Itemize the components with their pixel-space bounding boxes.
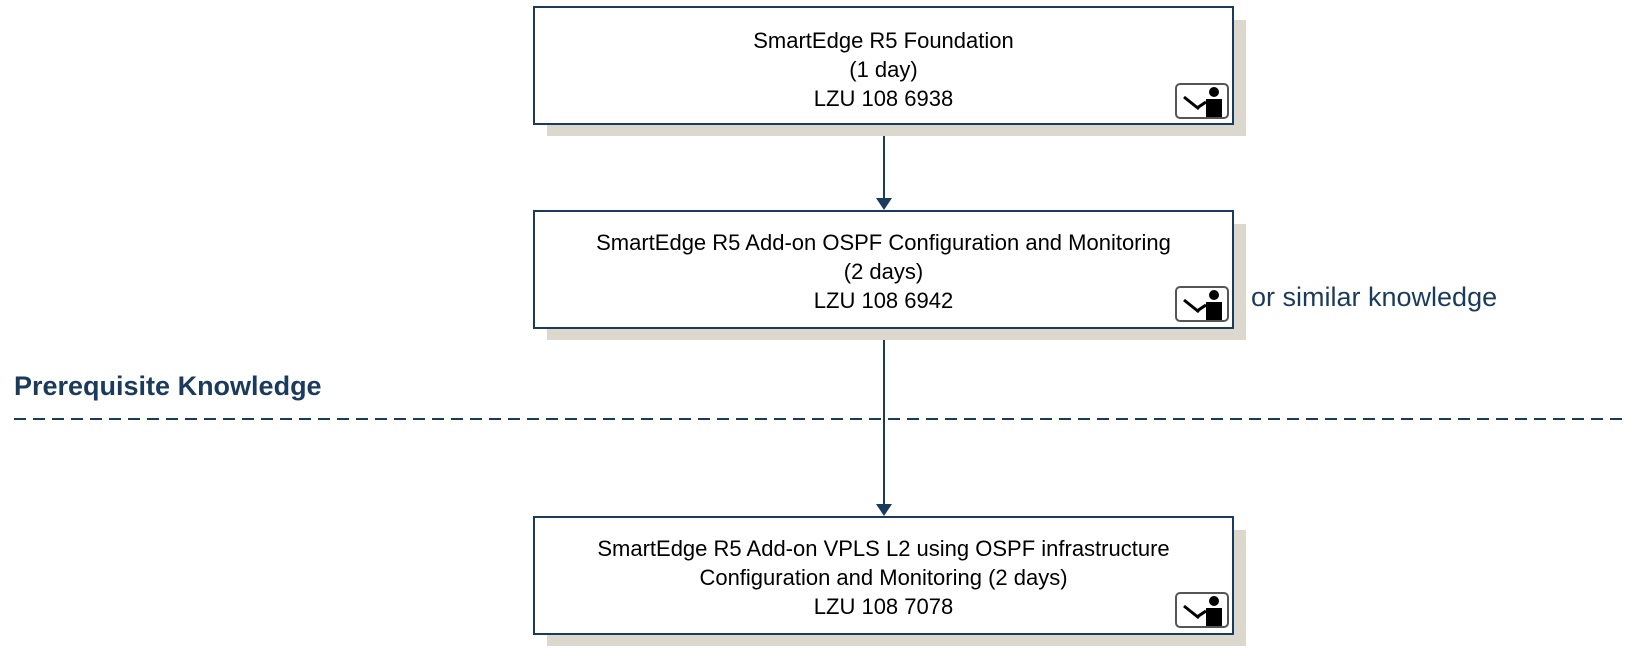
course-box-vpls: SmartEdge R5 Add-on VPLS L2 using OSPF i… (533, 516, 1234, 635)
course-title: SmartEdge R5 Add-on VPLS L2 using OSPF i… (597, 536, 1170, 561)
course-duration: (1 day) (849, 57, 918, 82)
course-code: LZU 108 6942 (813, 288, 954, 313)
arrowhead-2-3 (876, 504, 892, 516)
course-title: SmartEdge R5 Foundation (753, 28, 1014, 53)
instructor-led-icon (1175, 592, 1229, 628)
arrowhead-1-2 (876, 198, 892, 210)
instructor-led-icon (1175, 286, 1229, 322)
prerequisite-knowledge-label: Prerequisite Knowledge (14, 371, 322, 401)
course-code: LZU 108 7078 (813, 594, 954, 619)
instructor-led-icon (1175, 83, 1229, 119)
course-box-ospf: SmartEdge R5 Add-on OSPF Configuration a… (533, 210, 1234, 329)
course-code: LZU 108 6938 (813, 86, 954, 111)
similar-knowledge-note: or similar knowledge (1251, 282, 1498, 312)
course-duration: (2 days) (843, 259, 924, 284)
course-title: SmartEdge R5 Add-on OSPF Configuration a… (596, 230, 1171, 255)
course-duration: Configuration and Monitoring (2 days) (699, 565, 1068, 590)
course-box-foundation: SmartEdge R5 Foundation (1 day) LZU 108 … (533, 6, 1234, 125)
